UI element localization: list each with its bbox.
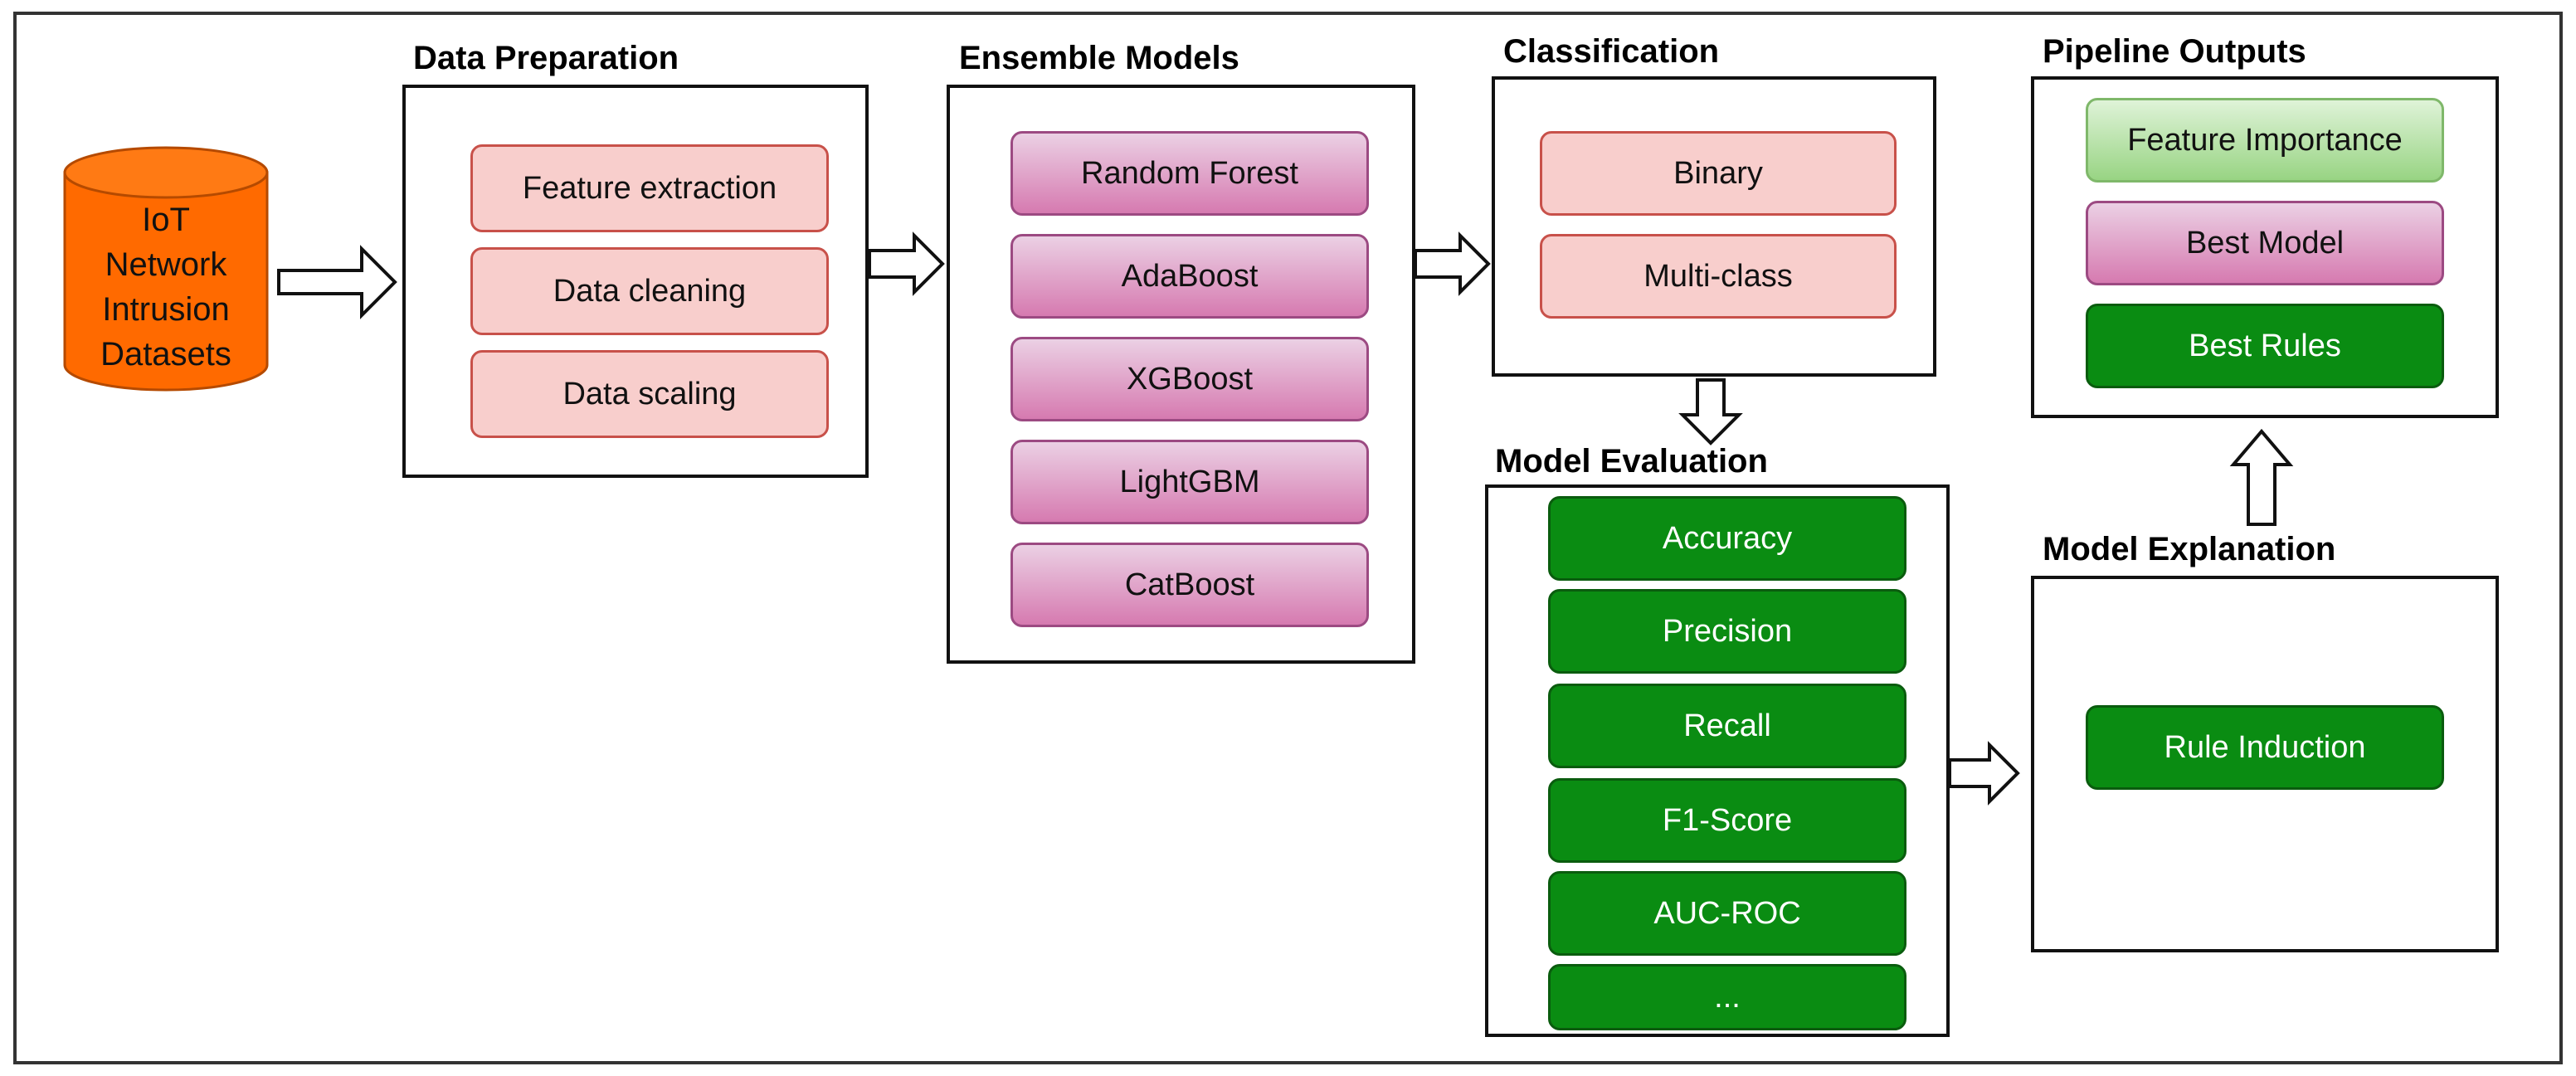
- arrow-down-icon: [1678, 378, 1743, 445]
- output-best-rules: Best Rules: [2086, 304, 2444, 388]
- classification-title: Classification: [1503, 33, 1720, 70]
- step-feature-extraction: Feature extraction: [470, 144, 829, 232]
- model-adaboost: AdaBoost: [1010, 234, 1369, 319]
- model-evaluation-title: Model Evaluation: [1495, 443, 1768, 480]
- arrow-right-icon: [277, 245, 397, 319]
- model-catboost: CatBoost: [1010, 543, 1369, 627]
- step-data-cleaning: Data cleaning: [470, 247, 829, 335]
- classification-multi-class: Multi-class: [1540, 234, 1897, 319]
- output-best-model: Best Model: [2086, 201, 2444, 285]
- output-feature-importance: Feature Importance: [2086, 98, 2444, 183]
- rule-induction: Rule Induction: [2086, 705, 2444, 790]
- classification-box: [1492, 76, 1936, 377]
- model-lightgbm: LightGBM: [1010, 440, 1369, 524]
- step-data-scaling: Data scaling: [470, 350, 829, 438]
- pipeline-outputs-title: Pipeline Outputs: [2043, 33, 2306, 70]
- diagram-frame: [13, 12, 2563, 1064]
- arrow-right-icon: [868, 231, 945, 296]
- metric-more: ...: [1548, 964, 1906, 1030]
- metric-accuracy: Accuracy: [1548, 496, 1906, 581]
- source-line: Datasets: [100, 336, 231, 372]
- data-preparation-title: Data Preparation: [413, 40, 679, 76]
- source-line: Network: [105, 246, 227, 283]
- ensemble-models-title: Ensemble Models: [959, 40, 1239, 76]
- metric-f1-score: F1-Score: [1548, 778, 1906, 863]
- classification-binary: Binary: [1540, 131, 1897, 216]
- model-xgboost: XGBoost: [1010, 337, 1369, 421]
- arrow-up-icon: [2229, 428, 2294, 526]
- source-line: Intrusion: [102, 291, 230, 328]
- arrow-right-icon: [1414, 231, 1491, 296]
- arrow-right-icon: [1948, 741, 2020, 806]
- metric-recall: Recall: [1548, 684, 1906, 768]
- model-random-forest: Random Forest: [1010, 131, 1369, 216]
- source-dataset-label: IoT Network Intrusion Datasets: [66, 197, 265, 377]
- model-explanation-title: Model Explanation: [2043, 531, 2336, 567]
- source-line: IoT: [142, 202, 190, 238]
- metric-auc-roc: AUC-ROC: [1548, 871, 1906, 956]
- metric-precision: Precision: [1548, 589, 1906, 674]
